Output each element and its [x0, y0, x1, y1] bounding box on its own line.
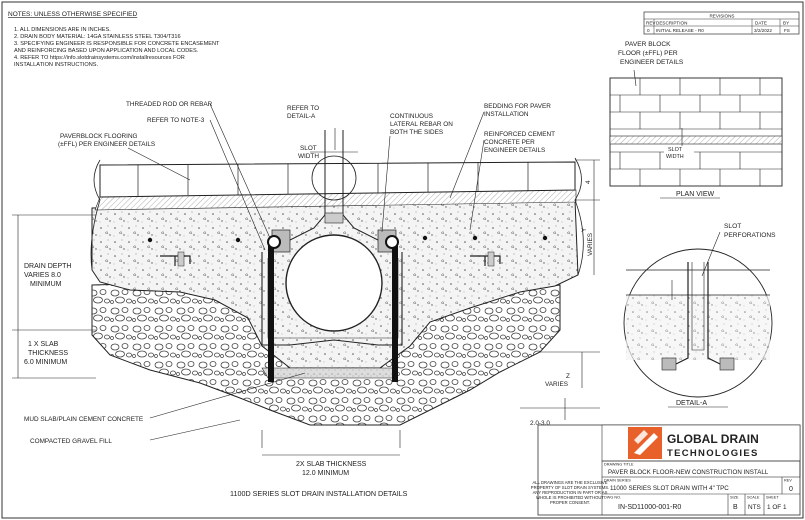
- detail-a-title: DETAIL-A: [676, 400, 707, 407]
- label-refer-detail-a-2: DETAIL-A: [287, 113, 316, 120]
- size-label: SIZE: [730, 496, 739, 500]
- label-bedding: BEDDING FOR PAVER: [484, 103, 551, 110]
- label-z-varies: VARIES: [545, 381, 568, 388]
- rev-label: REV: [784, 479, 792, 483]
- disclaimer-line: WHOLE IS PROHIBITED WITHOUT: [536, 495, 604, 500]
- dwg-no: IN-SD11000-001-R0: [618, 504, 681, 511]
- plan-view: [609, 69, 783, 187]
- rev-cell-description: INITIAL RELEASE - R0: [656, 28, 704, 33]
- label-z: Z: [566, 373, 570, 380]
- label-reinforced-3: ENGINEER DETAILS: [484, 147, 545, 154]
- scale-label: SCALE: [747, 496, 760, 500]
- section-labels: THREADED ROD OR REBAR REFER TO NOTE-3 RE…: [24, 101, 594, 498]
- rev-cell-date: 3/2/2022: [754, 28, 772, 33]
- note-line: 2. DRAIN BODY MATERIAL: 14GA STAINLESS S…: [14, 34, 181, 40]
- rev-cell-rev: 0: [647, 28, 650, 33]
- drain-series: 11000 SERIES SLOT DRAIN WITH 4" TPC: [610, 485, 729, 492]
- label-refer-detail-a: REFER TO: [287, 105, 319, 112]
- lateral-rebar: [147, 235, 548, 243]
- label-slab-3: 6.0 MINIMUM: [24, 359, 67, 366]
- label-y: Y: [581, 227, 588, 232]
- rev-cell-by: FS: [784, 28, 790, 33]
- plan-label-2: FLOOR (±FFL) PER: [618, 50, 678, 57]
- label-2x-slab: 2X SLAB THICKNESS: [296, 461, 367, 468]
- revisions-table: REVISIONS REV DESCRIPTION DATE BY 0 INIT…: [643, 11, 800, 35]
- label-drain-depth-2: VARIES 8.0: [24, 272, 61, 279]
- detail-a: [623, 231, 773, 398]
- label-continuous-rebar: CONTINUOUS: [390, 113, 433, 120]
- rev-header-by: BY: [783, 21, 789, 26]
- rev-header-description: DESCRIPTION: [656, 21, 687, 26]
- size-value: B: [733, 504, 738, 511]
- section-title: 1100D SERIES SLOT DRAIN INSTALLATION DET…: [230, 489, 408, 498]
- label-continuous-rebar-3: BOTH THE SIDES: [390, 129, 443, 136]
- drawing-title: PAVER BLOCK FLOOR-NEW CONSTRUCTION INSTA…: [608, 469, 769, 476]
- title-block: GLOBAL DRAIN TECHNOLOGIES DRAWING TITLE …: [531, 424, 801, 516]
- note-line: 4. REFER TO https://info.slotdrainsystem…: [14, 55, 185, 61]
- paver-blocks: [99, 161, 576, 198]
- notes-block: NOTES: UNLESS OTHERWISE SPECIFIED 1. ALL…: [8, 11, 220, 68]
- sheet-label: SHEET: [766, 496, 779, 500]
- label-dim-2-3: 2.0-3.0: [530, 420, 550, 427]
- label-slot-width-2: WIDTH: [298, 153, 319, 160]
- drain-pipe: [285, 234, 383, 332]
- label-drain-depth-3: MINIMUM: [30, 281, 62, 288]
- sheet-value: 1 OF 1: [767, 504, 787, 511]
- scale-value: NTS: [748, 504, 761, 511]
- label-reinforced-2: CONCRETE PER: [484, 139, 535, 146]
- rev-header-rev: REV: [646, 21, 656, 26]
- label-y-varies: VARIES: [587, 233, 594, 256]
- threaded-rod-right: [392, 242, 398, 382]
- mud-slab: [261, 367, 399, 379]
- label-dim-4: 4: [585, 180, 592, 184]
- disclaimer-line: ALL DRAWINGS ARE THE EXCLUSIVE: [532, 480, 607, 485]
- plan-slot-label: SLOT: [668, 147, 683, 153]
- notes-heading: NOTES: UNLESS OTHERWISE SPECIFIED: [8, 11, 137, 18]
- drain-series-label: DRAIN SERIES: [604, 479, 631, 483]
- note-line: AND REINFORCING BASED UPON APPLICATION A…: [14, 48, 199, 54]
- drawing-title-label: DRAWING TITLE: [604, 463, 634, 467]
- plan-view-labels: PAVER BLOCK FLOOR (±FFL) PER ENGINEER DE…: [618, 41, 715, 198]
- label-slot-width: SLOT: [300, 145, 317, 152]
- label-2x-slab-2: 12.0 MINIMUM: [302, 470, 349, 477]
- label-threaded-rod: THREADED ROD OR REBAR: [126, 101, 213, 108]
- label-slab-2: THICKNESS: [28, 350, 68, 357]
- plan-slot: [609, 135, 783, 145]
- label-bedding-2: INSTALLATION: [484, 111, 529, 118]
- detail-slot-label: SLOT: [724, 223, 741, 230]
- label-paverblock: PAVERBLOCK FLOORING: [60, 133, 138, 140]
- plan-label: PAVER BLOCK: [625, 41, 671, 48]
- label-paverblock-2: (±FFL) PER ENGINEER DETAILS: [58, 141, 155, 148]
- label-continuous-rebar-2: LATERAL REBAR ON: [390, 121, 453, 128]
- label-reinforced: REINFORCED CEMENT: [484, 131, 555, 138]
- rev-value: 0: [789, 486, 793, 493]
- dwg-no-label: DWG NO.: [604, 496, 621, 500]
- section-view: [90, 130, 584, 426]
- rev-header-date: DATE: [755, 21, 767, 26]
- plan-slot-label-2: WIDTH: [666, 154, 684, 160]
- note-line: INSTALLATION INSTRUCTIONS.: [14, 62, 98, 68]
- label-drain-depth: DRAIN DEPTH: [24, 263, 71, 270]
- logo-text: GLOBAL DRAIN: [667, 432, 759, 446]
- detail-slot-label-2: PERFORATIONS: [724, 232, 776, 239]
- label-mud-slab: MUD SLAB/PLAIN CEMENT CONCRETE: [24, 416, 143, 423]
- note-line: 3. SPECIFYING ENGINEER IS RESPONSIBLE FO…: [14, 41, 220, 47]
- plan-view-title: PLAN VIEW: [676, 191, 715, 198]
- threaded-rod-left: [268, 242, 274, 382]
- plan-label-3: ENGINEER DETAILS: [620, 59, 684, 66]
- label-refer-note3: REFER TO NOTE-3: [147, 117, 205, 124]
- revisions-title: REVISIONS: [709, 14, 734, 19]
- label-compacted: COMPACTED GRAVEL FILL: [30, 438, 112, 445]
- disclaimer-line: PROPER CONSENT.: [550, 500, 590, 505]
- note-line: 1. ALL DIMENSIONS ARE IN INCHES.: [14, 27, 111, 33]
- logo-subtext: TECHNOLOGIES: [667, 448, 759, 459]
- label-slab: 1 X SLAB: [28, 341, 59, 348]
- disclaimer-line: ANY REPRODUCTION IN PART OR AS: [533, 490, 608, 495]
- detail-a-labels: SLOT PERFORATIONS DETAIL-A: [676, 223, 776, 407]
- logo-mark: [628, 427, 662, 459]
- disclaimer-line: PROPERTY OF SLOT DRAIN SYSTEMS.: [531, 485, 609, 490]
